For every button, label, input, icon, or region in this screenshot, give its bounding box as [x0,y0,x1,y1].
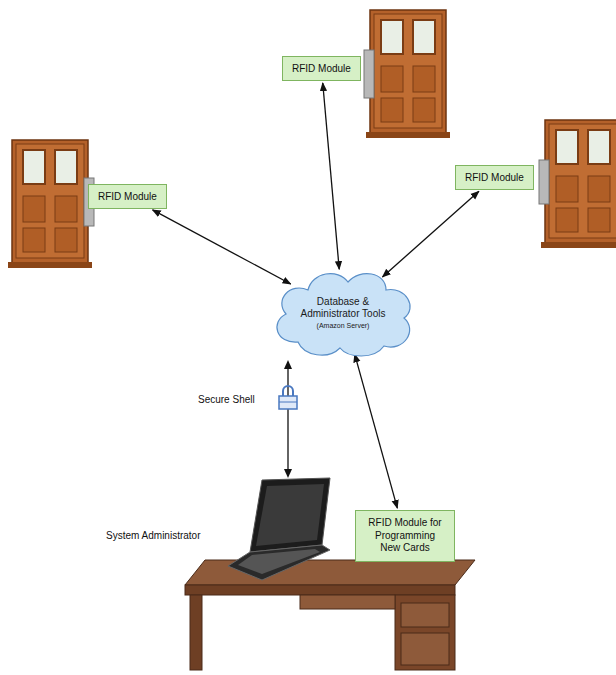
connector-arrow [355,354,398,508]
annotation-label: System Administrator [104,530,202,541]
cloud-server: Database & Administrator Tools(Amazon Se… [268,264,418,360]
padlock-icon [279,386,297,409]
rfid-module-box: RFID Module [88,184,167,209]
rfid-module-box: RFID Module [455,165,534,190]
connector-arrow [323,83,339,269]
node-text: RFID Module for Programming New Cards [365,517,445,555]
node-text: (Amazon Server) [317,322,370,329]
rfid-module-box: RFID Module for Programming New Cards [355,510,455,562]
connector-arrow [382,191,478,277]
door [364,10,450,138]
secure-shell-link [284,360,292,478]
connector-arrow [153,210,291,284]
node-text: Database & Administrator Tools [293,296,393,321]
node-text: RFID Module [98,191,157,202]
desk [185,560,475,670]
door [539,120,616,248]
laptop [228,478,330,580]
door [8,140,94,268]
node-text: RFID Module [465,172,524,183]
annotation-label: Secure Shell [196,394,257,405]
node-text: RFID Module [292,63,351,74]
rfid-module-box: RFID Module [282,56,361,81]
